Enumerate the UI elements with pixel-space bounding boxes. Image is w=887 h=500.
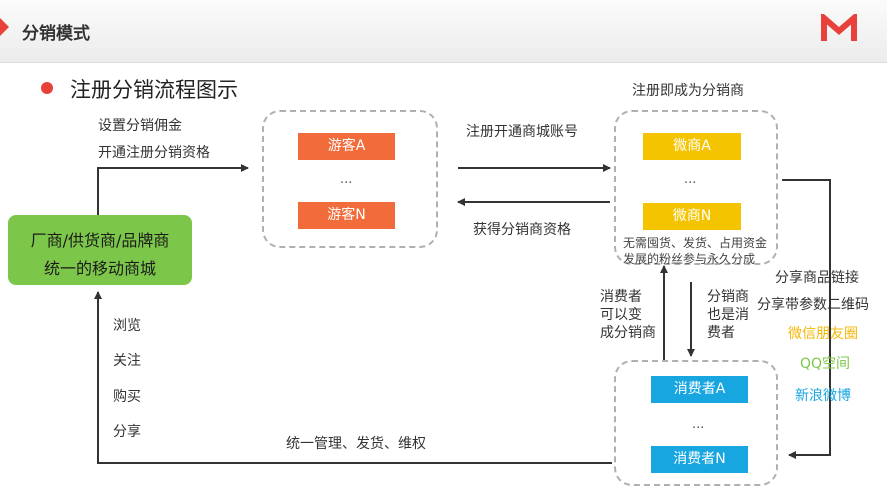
consumer-group (614, 360, 778, 486)
m-logo-icon (821, 14, 857, 41)
page-title: 分销模式 (22, 24, 90, 44)
consumer-ellipsis: ... (692, 417, 705, 432)
visitor-ellipsis: ... (340, 172, 353, 187)
consumer-becomes-distributor-3: 成分销商 (600, 325, 656, 341)
merchant-line2: 统一的移动商城 (43, 259, 156, 278)
distributor-is-consumer-2: 也是消 (707, 307, 749, 323)
visitor-n: 游客N (298, 202, 395, 229)
distributor-a: 微商A (643, 133, 741, 160)
consumer-becomes-distributor-1: 消费者 (600, 289, 642, 305)
merchant-line1: 厂商/供货商/品牌商 (30, 231, 170, 250)
share-qrcode-label: 分享带参数二维码 (757, 297, 869, 313)
action-browse: 浏览 (113, 318, 141, 334)
commission-label: 设置分销佣金 (98, 118, 182, 134)
distributor-note-2: 发展的粉丝参与永久分成 (623, 252, 756, 266)
distributor-note-1: 无需囤货、发货、占用资金 (623, 236, 768, 250)
distributor-ellipsis: ... (684, 172, 697, 187)
distributor-n: 微商N (643, 203, 741, 230)
merchant-to-visitors-arrow (97, 164, 249, 215)
action-follow: 关注 (113, 353, 141, 369)
channel-sina-weibo: 新浪微博 (795, 388, 851, 404)
top-bar: 分销模式 (0, 0, 887, 63)
share-link-label: 分享商品链接 (775, 270, 859, 286)
channel-wechat-moments: 微信朋友圈 (788, 326, 858, 342)
consumer-a: 消费者A (651, 376, 748, 403)
consumer-n: 消费者N (651, 446, 748, 473)
visitor-a: 游客A (298, 133, 395, 160)
title-marker (0, 18, 9, 36)
distributor-is-consumer-1: 分销商 (707, 289, 749, 305)
unified-management-label: 统一管理、发货、维权 (286, 436, 426, 452)
distributor-is-consumer-3: 费者 (707, 325, 735, 341)
heading-bullet (41, 82, 53, 94)
share-arrow (782, 179, 831, 459)
channel-qq-zone: QQ空间 (800, 356, 851, 372)
action-share: 分享 (113, 424, 141, 440)
distributor-title: 注册即成为分销商 (632, 83, 744, 99)
obtain-label: 获得分销商资格 (473, 222, 571, 238)
section-heading: 注册分销流程图示 (70, 78, 238, 102)
unified-arrow (94, 291, 612, 464)
qualification-label: 开通注册分销资格 (98, 145, 210, 161)
action-buy: 购买 (113, 389, 141, 405)
consumer-becomes-distributor-2: 可以变 (600, 307, 642, 323)
merchant-box: 厂商/供货商/品牌商 统一的移动商城 (8, 215, 192, 285)
register-label: 注册开通商城账号 (466, 124, 578, 140)
distributor-group (614, 110, 778, 265)
visitor-group (262, 110, 438, 248)
